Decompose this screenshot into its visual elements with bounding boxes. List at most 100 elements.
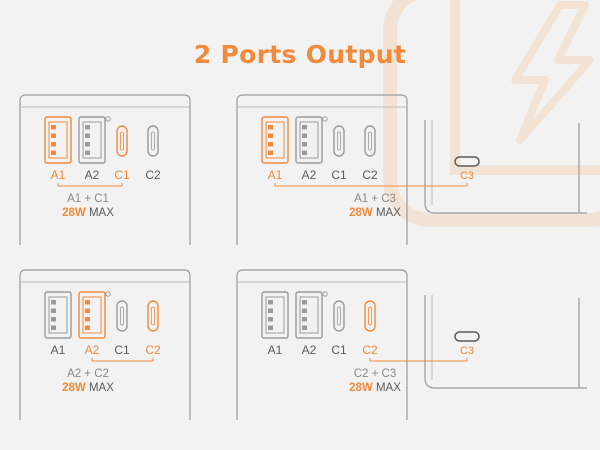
port-label-c3: C3	[460, 345, 474, 357]
usb-a-port-a2	[78, 116, 106, 164]
power-value: 28W	[62, 207, 86, 219]
port-label-c3: C3	[460, 170, 474, 182]
usb-c-port-inner	[120, 131, 124, 151]
charger-body	[236, 269, 408, 420]
usb-a-port-a1	[261, 116, 289, 164]
background-charger-watermark	[383, 0, 600, 227]
usb-c-port-c3	[454, 331, 480, 342]
usb-a-pin	[302, 308, 307, 313]
usb-c-port-inner	[368, 131, 372, 151]
usb-a-port-a2	[295, 291, 323, 339]
usb-a-pin	[268, 300, 273, 305]
port-label-a1: A1	[51, 168, 66, 182]
usb-a-pin	[85, 142, 90, 147]
usb-a-pin	[85, 125, 90, 130]
usb-c-port-c1	[116, 300, 128, 332]
usb-a-pin	[51, 325, 56, 330]
port-label-c1: C1	[114, 168, 130, 182]
port-label-a1: A1	[268, 343, 283, 357]
port-label-a2: A2	[85, 168, 100, 182]
usb-a-pin	[268, 308, 273, 313]
usb-a-pin	[302, 300, 307, 305]
usb-a-port-inner	[299, 121, 319, 159]
port-label-a1: A1	[51, 343, 66, 357]
port-label-a2: A2	[85, 343, 100, 357]
charger-body	[19, 94, 191, 245]
usb-c-port-inner	[337, 306, 341, 326]
usb-a-pin	[85, 150, 90, 155]
usb-a-pin	[302, 325, 307, 330]
usb-a-port-a2	[295, 116, 323, 164]
usb-a-pin	[302, 133, 307, 138]
usb-a-port-inner	[299, 296, 319, 334]
power-value: 28W	[349, 382, 373, 394]
usb-c-port-c1	[116, 125, 128, 157]
port-label-c1: C1	[331, 343, 347, 357]
usb-c-port-c1	[333, 300, 345, 332]
usb-a-pin	[51, 133, 56, 138]
page-title: 2 Ports Output	[193, 40, 407, 69]
usb-a-port-a1	[44, 116, 72, 164]
usb-a-port-a1	[261, 291, 289, 339]
usb-c-port-c2	[147, 125, 159, 157]
extension-unit	[424, 295, 587, 389]
port-label-c1: C1	[331, 168, 347, 182]
usb-a-port-inner	[82, 296, 102, 334]
usb-a-pin	[302, 150, 307, 155]
usb-a-pin	[51, 308, 56, 313]
usb-a-pin	[268, 142, 273, 147]
usb-a-pin	[85, 308, 90, 313]
usb-a-port-inner	[265, 121, 285, 159]
combo-label: C2 + C3	[354, 368, 397, 380]
usb-c-port-inner	[151, 306, 155, 326]
usb-c-port-c2	[364, 125, 376, 157]
port-label-a1: A1	[268, 168, 283, 182]
power-max: MAX	[373, 382, 401, 394]
usb-a-pin	[268, 325, 273, 330]
power-max: MAX	[373, 207, 401, 219]
usb-a-pin	[51, 150, 56, 155]
usb-c-port-inner	[337, 131, 341, 151]
usb-a-pin	[51, 125, 56, 130]
usb-a-pin	[268, 317, 273, 322]
usb-a-pin	[268, 125, 273, 130]
power-value: 28W	[62, 382, 86, 394]
usb-a-pin	[51, 317, 56, 322]
usb-c-port-inner	[368, 306, 372, 326]
indicator-light	[322, 116, 328, 122]
usb-c-port-c3	[454, 156, 480, 167]
power-max: MAX	[86, 207, 114, 219]
port-label-a2: A2	[302, 168, 317, 182]
usb-a-pin	[268, 150, 273, 155]
power-label: 28W MAX	[349, 382, 401, 394]
usb-a-pin	[85, 325, 90, 330]
usb-c-port-inner	[120, 306, 124, 326]
usb-a-port-inner	[82, 121, 102, 159]
port-label-c2: C2	[145, 343, 161, 357]
port-label-c2: C2	[362, 343, 378, 357]
usb-c-port-c2	[147, 300, 159, 332]
usb-a-pin	[85, 300, 90, 305]
usb-a-pin	[302, 125, 307, 130]
usb-a-port-a1	[44, 291, 72, 339]
charger-body	[19, 269, 191, 420]
usb-a-pin	[51, 142, 56, 147]
combo-label: A2 + C2	[67, 368, 109, 380]
usb-a-pin	[85, 133, 90, 138]
indicator-light	[322, 291, 328, 297]
usb-a-pin	[302, 142, 307, 147]
usb-a-port-inner	[265, 296, 285, 334]
charger-body	[236, 94, 408, 245]
combo-label: A1 + C3	[354, 193, 396, 205]
extension-unit	[424, 120, 587, 214]
power-label: 28W MAX	[349, 207, 401, 219]
power-value: 28W	[349, 207, 373, 219]
lightning-bolt-icon	[511, 1, 594, 144]
usb-c-port-c1	[333, 125, 345, 157]
usb-a-pin	[85, 317, 90, 322]
